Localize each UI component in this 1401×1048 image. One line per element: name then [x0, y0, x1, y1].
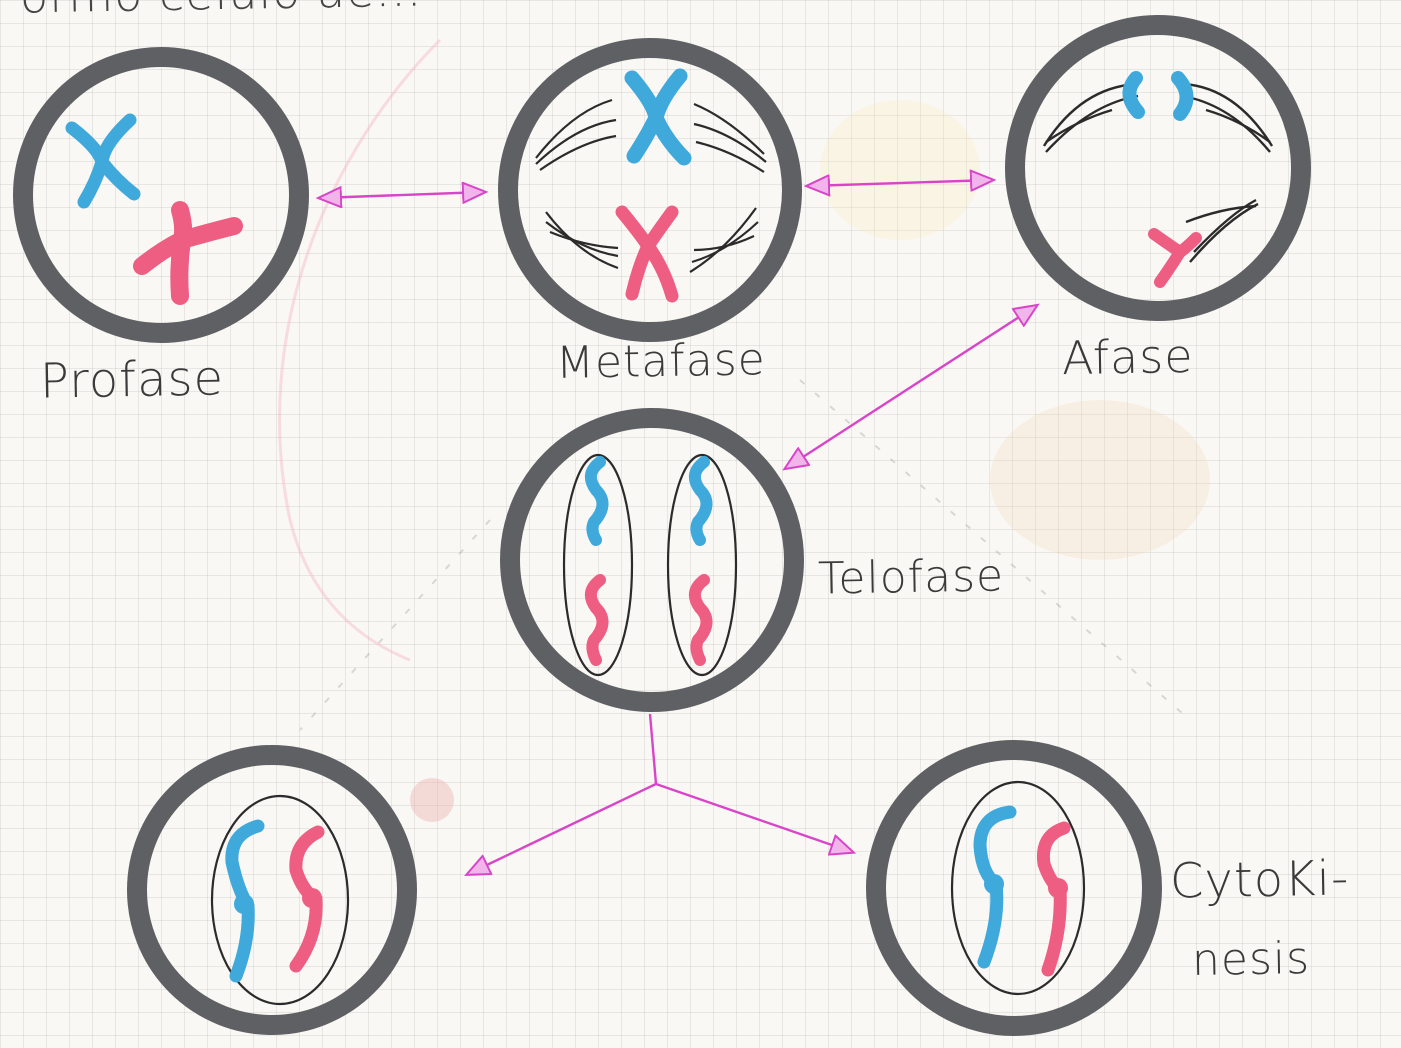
arrow-to-daughter-left [468, 784, 656, 874]
label-metaphase: Metafase [556, 334, 767, 389]
cell-metaphase [508, 48, 792, 332]
chromosome-pink [142, 210, 234, 296]
cell-anaphase [1015, 25, 1301, 311]
arrow-telophase-split-stem [650, 714, 656, 784]
label-telophase: Telofase [818, 550, 1005, 604]
chromosome-pink [622, 212, 672, 296]
background-sketch-marks [280, 40, 1210, 822]
label-cytokinesis-line2: nesis [1192, 933, 1311, 986]
chromosome-pink [1043, 828, 1064, 970]
cell-membrane [23, 57, 299, 333]
cell-membrane [1015, 25, 1301, 311]
chromosome-blue [72, 120, 134, 202]
chromosome-blue [1129, 78, 1186, 114]
cell-prophase [23, 57, 299, 333]
label-cytokinesis-line1: CytoKi- [1170, 850, 1350, 909]
daughter-cell-left [137, 755, 407, 1025]
arrow-prophase-metaphase [320, 192, 484, 198]
arrow-to-daughter-right [656, 784, 852, 852]
chromosome-blue [695, 462, 707, 540]
chromosome-blue [632, 76, 684, 158]
chromosome-pink [1154, 234, 1196, 282]
chromosome-pink [591, 580, 603, 660]
label-anaphase: Afase [1062, 329, 1194, 385]
cell-membrane [510, 418, 794, 702]
cell-telophase [510, 418, 794, 702]
arrow-anaphase-telophase [786, 306, 1036, 468]
chromosome-pink [695, 580, 707, 660]
chromosome-blue [591, 462, 603, 540]
label-prophase: Profase [40, 350, 225, 409]
cell-membrane [876, 750, 1152, 1026]
daughter-cell-right [876, 750, 1152, 1026]
cell-membrane [137, 755, 407, 1025]
